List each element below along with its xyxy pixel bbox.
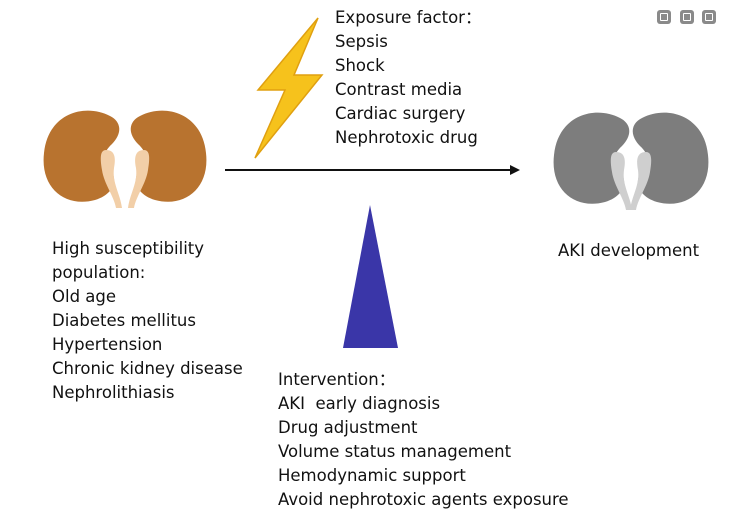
exposure-factors: Exposure factor： Sepsis Shock Contrast m… <box>335 6 481 150</box>
exposure-item: Contrast media <box>335 80 463 99</box>
progression-arrow <box>225 165 520 175</box>
susceptibility-item: Diabetes mellitus <box>52 311 196 330</box>
susceptibility-title-2: population: <box>52 263 146 282</box>
intervention-item: Hemodynamic support <box>278 466 466 485</box>
lightning-bolt-icon <box>254 17 324 159</box>
exposure-item: Nephrotoxic drug <box>335 128 478 147</box>
susceptibility-item: Old age <box>52 287 117 306</box>
intervention-item: Drug adjustment <box>278 418 418 437</box>
trash-icon[interactable] <box>702 10 716 24</box>
monitor-icon[interactable] <box>680 10 694 24</box>
susceptibility-title: High susceptibility <box>52 239 205 258</box>
exposure-title: Exposure factor： <box>335 8 482 27</box>
intervention-item: AKI early diagnosis <box>278 394 441 413</box>
window-icon[interactable] <box>657 10 671 24</box>
exposure-item: Cardiac surgery <box>335 104 466 123</box>
healthy-kidneys-icon <box>43 110 207 208</box>
susceptibility-item: Chronic kidney disease <box>52 359 243 378</box>
exposure-item: Shock <box>335 56 385 75</box>
intervention-item: Volume status management <box>278 442 512 461</box>
intervention-triangle <box>343 205 398 348</box>
susceptibility-list: High susceptibility population: Old age … <box>52 237 243 405</box>
damaged-kidneys-icon <box>553 112 709 210</box>
intervention-list: Intervention： AKI early diagnosis Drug a… <box>278 368 569 512</box>
susceptibility-item: Hypertension <box>52 335 163 354</box>
intervention-title: Intervention： <box>278 370 396 389</box>
susceptibility-item: Nephrolithiasis <box>52 383 175 402</box>
outcome-label: AKI development <box>558 241 700 260</box>
intervention-item: Avoid nephrotoxic agents exposure <box>278 490 569 509</box>
exposure-item: Sepsis <box>335 32 388 51</box>
